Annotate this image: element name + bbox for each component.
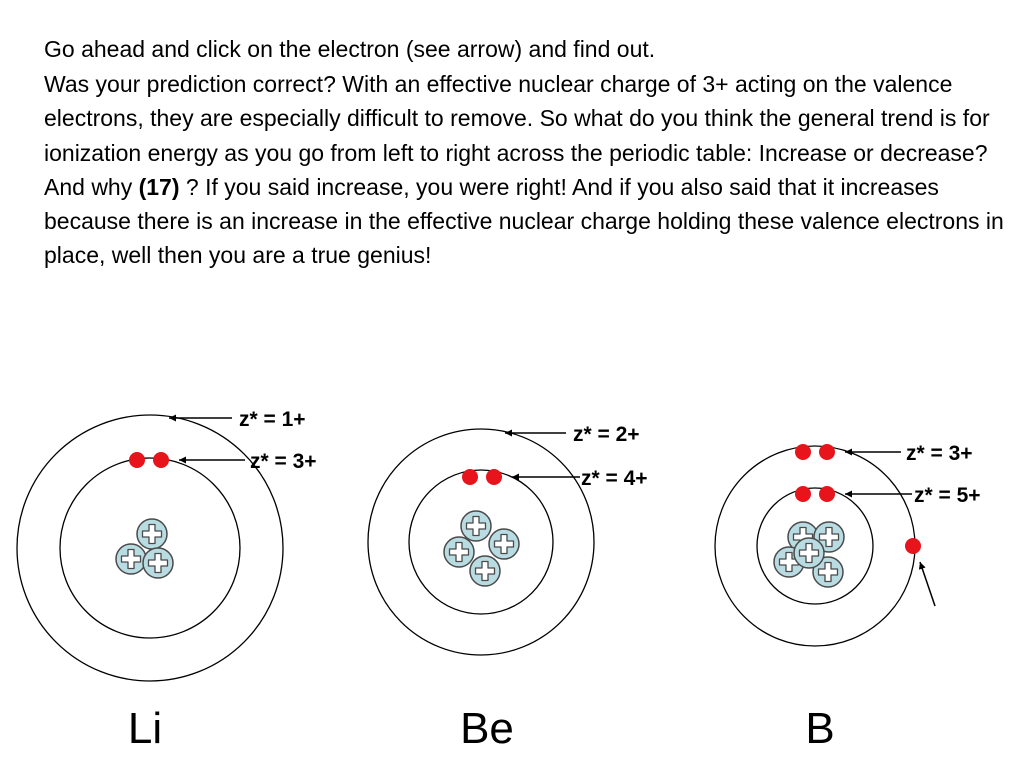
- electron[interactable]: [819, 486, 835, 502]
- intro-line: Go ahead and click on the electron (see …: [44, 36, 656, 62]
- atom-b: z* = 3+ z* = 5+ B: [714, 442, 981, 753]
- explanation-text-a: Was your prediction correct? With an eff…: [44, 71, 990, 200]
- outer-shell-li: [16, 414, 284, 682]
- electron[interactable]: [129, 452, 145, 468]
- outer-charge-label-be: z* = 2+: [573, 423, 640, 446]
- inner-shell-b: [756, 487, 874, 605]
- intro-text: Go ahead and click on the electron (see …: [44, 32, 1004, 273]
- element-label-b: B: [805, 704, 834, 753]
- inner-charge-label-be: z* = 4+: [581, 467, 648, 490]
- atom-li: z* = 1+ z* = 3+ Li: [16, 408, 317, 753]
- atom-be: z* = 2+ z* = 4+ Be: [367, 423, 648, 753]
- outer-shell-be: [367, 428, 595, 656]
- element-label-be: Be: [460, 704, 514, 753]
- nucleus-li: [115, 518, 174, 579]
- question-reference: (17): [138, 173, 180, 200]
- electron[interactable]: [153, 452, 169, 468]
- inner-shell-li: [59, 457, 241, 639]
- outer-charge-label-b: z* = 3+: [906, 442, 973, 465]
- electron[interactable]: [795, 486, 811, 502]
- element-label-li: Li: [128, 704, 162, 753]
- inner-shell-be: [408, 469, 554, 615]
- nucleus-be: [443, 510, 520, 587]
- electron[interactable]: [819, 444, 835, 460]
- inner-charge-label-li: z* = 3+: [250, 450, 317, 473]
- explanation-text-b: ? If you said increase, you were right! …: [44, 173, 1004, 269]
- pointer-arrow: [918, 561, 936, 607]
- electron[interactable]: [795, 444, 811, 460]
- explanation-paragraph: Was your prediction correct? With an eff…: [44, 67, 1004, 273]
- electron[interactable]: [462, 469, 478, 485]
- outer-charge-label-li: z* = 1+: [239, 408, 306, 431]
- nucleus-b: [773, 521, 845, 588]
- inner-charge-label-b: z* = 5+: [914, 484, 981, 507]
- electron[interactable]: [486, 469, 502, 485]
- valence-electron-target[interactable]: [905, 538, 921, 554]
